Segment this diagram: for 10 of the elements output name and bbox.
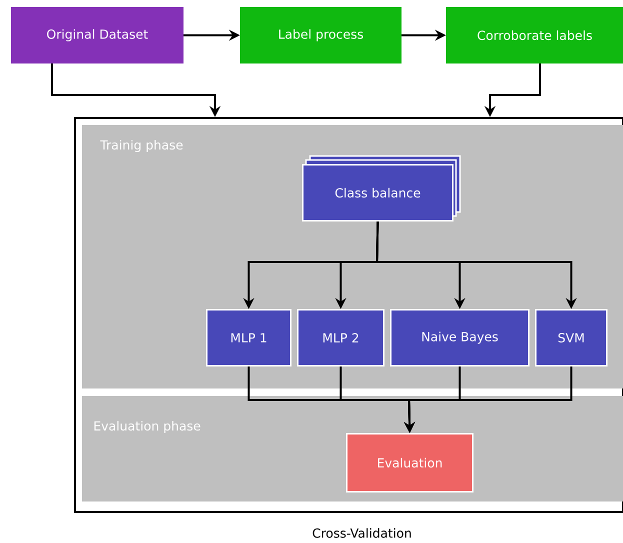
node-label: Cross-Validation [312, 528, 411, 538]
process-box: Evaluation [346, 433, 474, 492]
process-box: Label process [240, 7, 402, 64]
model-box: MLP 1 [206, 309, 292, 366]
model-box: Naive Bayes [390, 309, 530, 366]
process-box: Corroborate labels [446, 7, 623, 64]
model-box: SVM [535, 309, 608, 366]
model-box: MLP 2 [297, 309, 384, 366]
process-box: Original Dataset [11, 7, 184, 64]
process-box: Class balance [302, 155, 461, 222]
